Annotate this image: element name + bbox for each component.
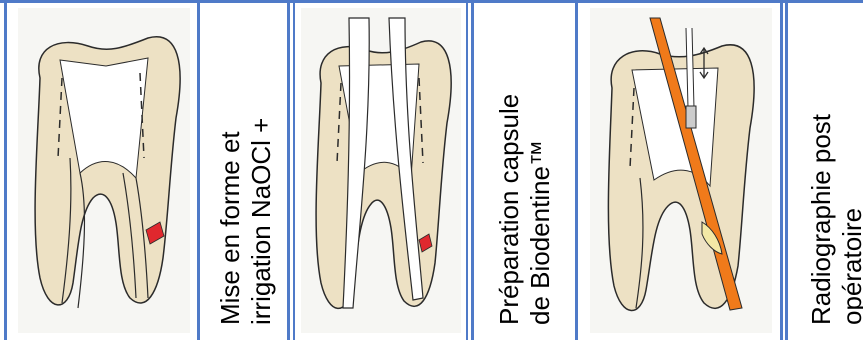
grid-line <box>785 0 788 340</box>
step-label-line1: Radiographie post <box>806 114 837 325</box>
step-label-line2: irrigation NaOCl + <box>246 118 277 325</box>
grid-line <box>575 0 578 340</box>
grid-line <box>293 0 295 340</box>
tooth-illustration-perforation <box>18 8 190 333</box>
step-label-line1: Préparation capsule <box>494 94 525 325</box>
tooth-illustration-obturation <box>590 8 772 333</box>
grid-line <box>287 0 290 340</box>
step-label-radiograph: Radiographie post opératoire <box>806 0 863 340</box>
grid-line <box>197 0 200 340</box>
grid-line <box>4 0 7 340</box>
step-label-capsule: Préparation capsule de Biodentine™ <box>494 0 564 340</box>
tooth-illustration-shaping <box>301 8 461 333</box>
grid-line <box>780 0 783 340</box>
grid-line <box>466 0 468 340</box>
step-label-irrigation: Mise en forme et irrigation NaOCl + <box>215 0 285 340</box>
grid-line <box>471 0 474 340</box>
step-label-line2: opératoire <box>837 114 863 325</box>
top-border <box>0 0 863 3</box>
step-label-line2: de Biodentine™ <box>525 94 556 325</box>
step-label-line1: Mise en forme et <box>215 118 246 325</box>
